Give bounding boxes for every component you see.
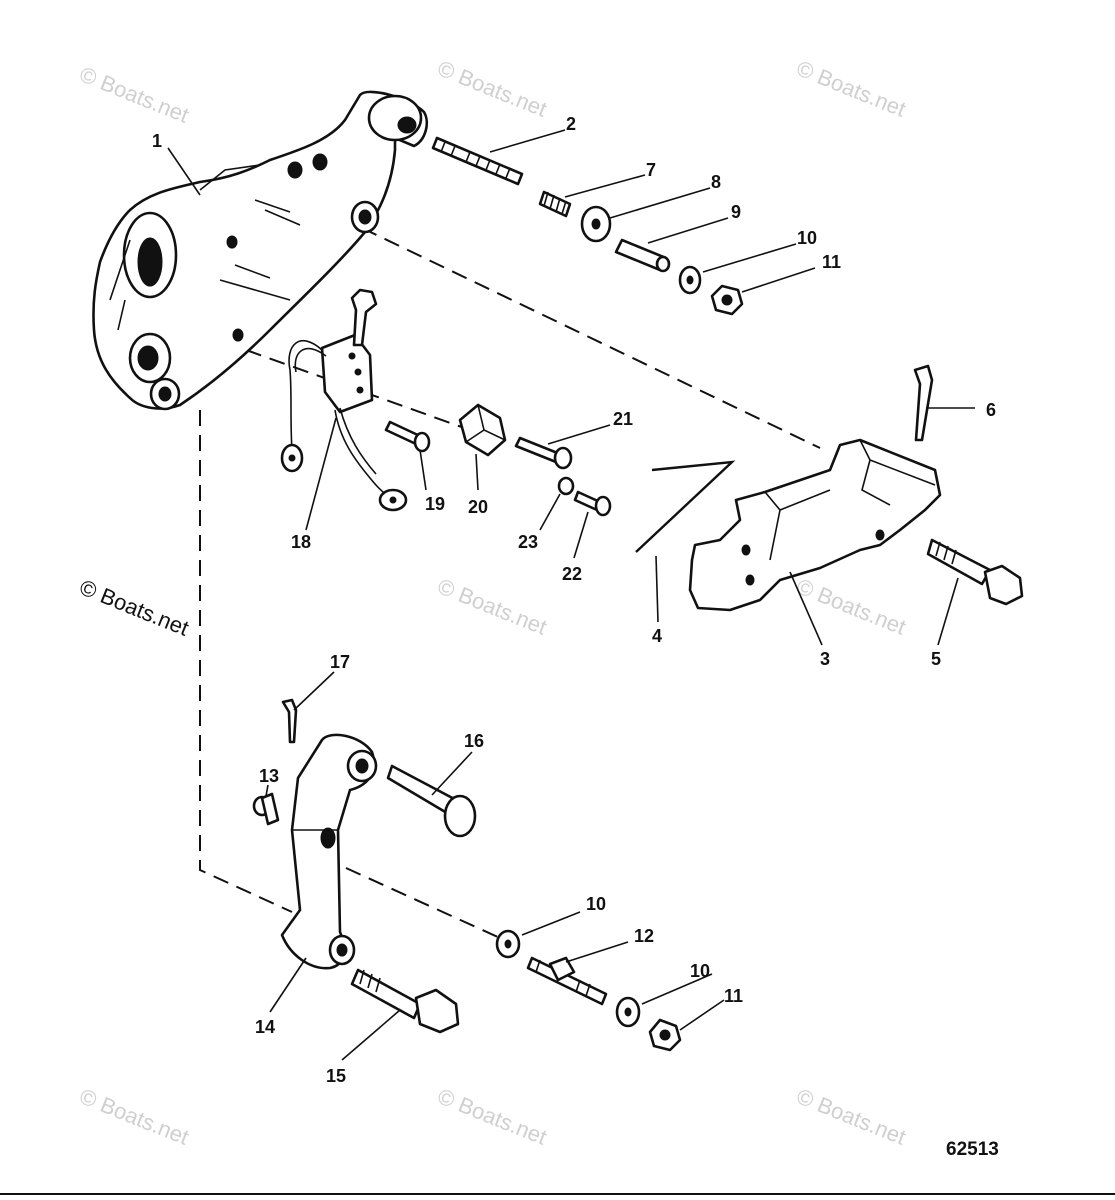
callout-10-lower-right: 10 <box>690 961 710 981</box>
bottom-border <box>0 1193 1115 1195</box>
part-bolt-15 <box>350 968 460 1034</box>
callout-16: 16 <box>464 731 484 751</box>
part-washer-10-lower-right <box>615 996 641 1028</box>
watermark-bottom-right: © Boats.net <box>793 1083 909 1149</box>
figure-number: 62513 <box>946 1139 999 1160</box>
part-wire-link <box>635 460 736 553</box>
watermark-bottom-left: © Boats.net <box>76 1083 192 1149</box>
watermark-middle-right: © Boats.net <box>793 573 909 639</box>
part-cotter-pin-6 <box>913 364 934 442</box>
part-screw-22 <box>573 490 612 517</box>
dash-lower-arm-to-washer <box>345 867 501 939</box>
part-switch <box>280 288 408 512</box>
part-pin-13 <box>252 792 280 826</box>
part-lower-arm <box>280 733 378 970</box>
part-bracket <box>92 90 428 411</box>
callouts: 1 2 7 8 9 10 11 6 21 19 20 23 18 22 4 3 … <box>152 114 996 1086</box>
callout-18: 18 <box>291 532 311 552</box>
callout-9: 9 <box>731 202 741 222</box>
callout-4: 4 <box>652 626 662 646</box>
part-nut-lower <box>648 1018 682 1052</box>
watermark-top-right: © Boats.net <box>793 55 909 121</box>
watermark-dark-left: © Boats.net <box>76 574 192 640</box>
callout-1: 1 <box>152 131 162 151</box>
part-lockwasher <box>557 476 575 496</box>
callout-10-upper: 10 <box>797 228 817 248</box>
assembly-lines <box>199 227 821 939</box>
watermark-bottom-center: © Boats.net <box>434 1083 550 1149</box>
dash-vertical <box>199 410 293 913</box>
callout-20: 20 <box>468 497 488 517</box>
part-shift-arm <box>688 438 942 612</box>
callout-19: 19 <box>425 494 445 514</box>
callout-10-lower: 10 <box>586 894 606 914</box>
callout-22: 22 <box>562 564 582 584</box>
callout-17: 17 <box>330 652 350 672</box>
callout-5: 5 <box>931 649 941 669</box>
callout-13: 13 <box>259 766 279 786</box>
callout-7: 7 <box>646 160 656 180</box>
callout-12: 12 <box>634 926 654 946</box>
part-stud-12 <box>526 956 608 1006</box>
part-spring <box>538 190 572 218</box>
callout-15: 15 <box>326 1066 346 1086</box>
callout-3: 3 <box>820 649 830 669</box>
dash-bracket-to-block <box>245 349 471 431</box>
part-screw-19 <box>384 420 431 453</box>
part-cotter-pin-17 <box>281 698 298 744</box>
part-bolt-5 <box>926 538 1024 606</box>
callout-6: 6 <box>986 400 996 420</box>
part-screw-21 <box>514 436 573 470</box>
callout-11-lower: 11 <box>724 986 743 1006</box>
callout-14: 14 <box>255 1017 275 1037</box>
watermark-middle-center: © Boats.net <box>434 573 550 639</box>
part-washer-8 <box>580 205 612 243</box>
part-clip <box>458 403 507 457</box>
leader-lines <box>167 129 975 1061</box>
part-clevis-pin <box>386 764 477 838</box>
callout-23: 23 <box>518 532 538 552</box>
callout-2: 2 <box>566 114 576 134</box>
callout-8: 8 <box>711 172 721 192</box>
part-stud <box>431 136 524 186</box>
part-washer-10-upper <box>678 265 702 295</box>
callout-11-upper: 11 <box>822 252 841 272</box>
watermark-top-center: © Boats.net <box>434 55 550 121</box>
part-washer-10-lower <box>495 929 521 959</box>
callout-21: 21 <box>613 409 633 429</box>
dash-bracket-to-arm <box>361 227 821 449</box>
watermark-top-left: © Boats.net <box>76 61 192 127</box>
part-spacer <box>614 238 671 273</box>
part-nut-upper <box>710 284 744 316</box>
